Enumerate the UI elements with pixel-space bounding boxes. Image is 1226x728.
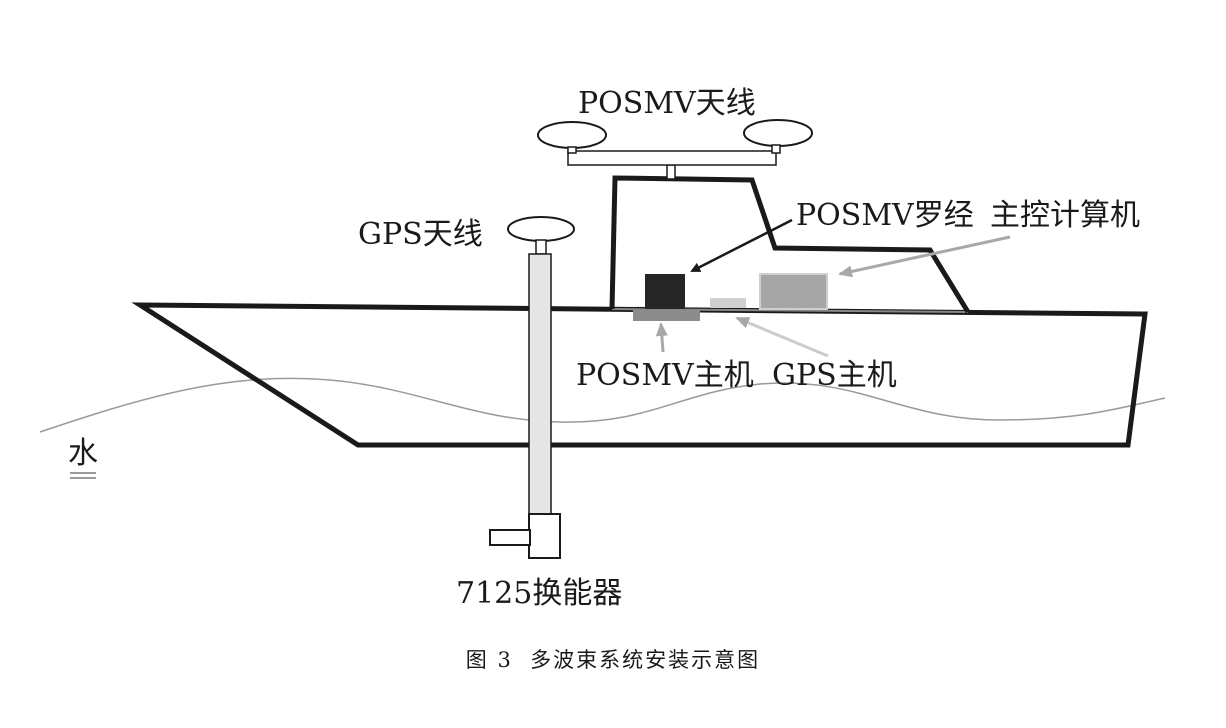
deck-line xyxy=(611,308,969,313)
main-computer-box xyxy=(759,273,828,310)
posmv-antenna-mast xyxy=(666,164,676,180)
transducer-housing xyxy=(528,513,561,559)
posmv-compass-label: POSMV罗经 xyxy=(796,198,974,233)
arrow-main-computer xyxy=(838,235,1011,278)
gps-antenna-label: GPS天线 xyxy=(358,217,483,252)
figure-caption: 图 3 多波束系统安装示意图 xyxy=(466,648,760,672)
gps-host-box xyxy=(710,298,746,308)
transducer-label: 7125换能器 xyxy=(456,576,622,611)
transducer-pole xyxy=(528,253,552,517)
posmv-compass-box xyxy=(645,274,685,309)
posmv-antenna-dish-left xyxy=(537,121,607,149)
cabin-outline xyxy=(609,175,971,314)
water-line xyxy=(39,377,1166,433)
arrow-posmv-compass xyxy=(690,218,793,273)
posmv-host-box xyxy=(633,310,700,321)
posmv-antenna-stem-left xyxy=(567,146,577,154)
posmv-antenna-label: POSMV天线 xyxy=(578,86,756,121)
main-computer-label: 主控计算机 xyxy=(990,198,1140,233)
gps-host-label: GPS主机 xyxy=(772,358,897,393)
posmv-antenna-bar xyxy=(567,150,777,166)
posmv-antenna-dish-right xyxy=(743,119,813,147)
gps-antenna-stem xyxy=(535,239,547,255)
arrow-posmv-host xyxy=(655,322,668,353)
transducer-head xyxy=(489,529,531,546)
posmv-antenna-stem-right xyxy=(771,144,781,154)
arrow-gps-host xyxy=(735,316,829,358)
posmv-host-label: POSMV主机 xyxy=(576,358,754,393)
water-label: 水 xyxy=(68,436,98,471)
gps-antenna-dish xyxy=(507,216,575,242)
